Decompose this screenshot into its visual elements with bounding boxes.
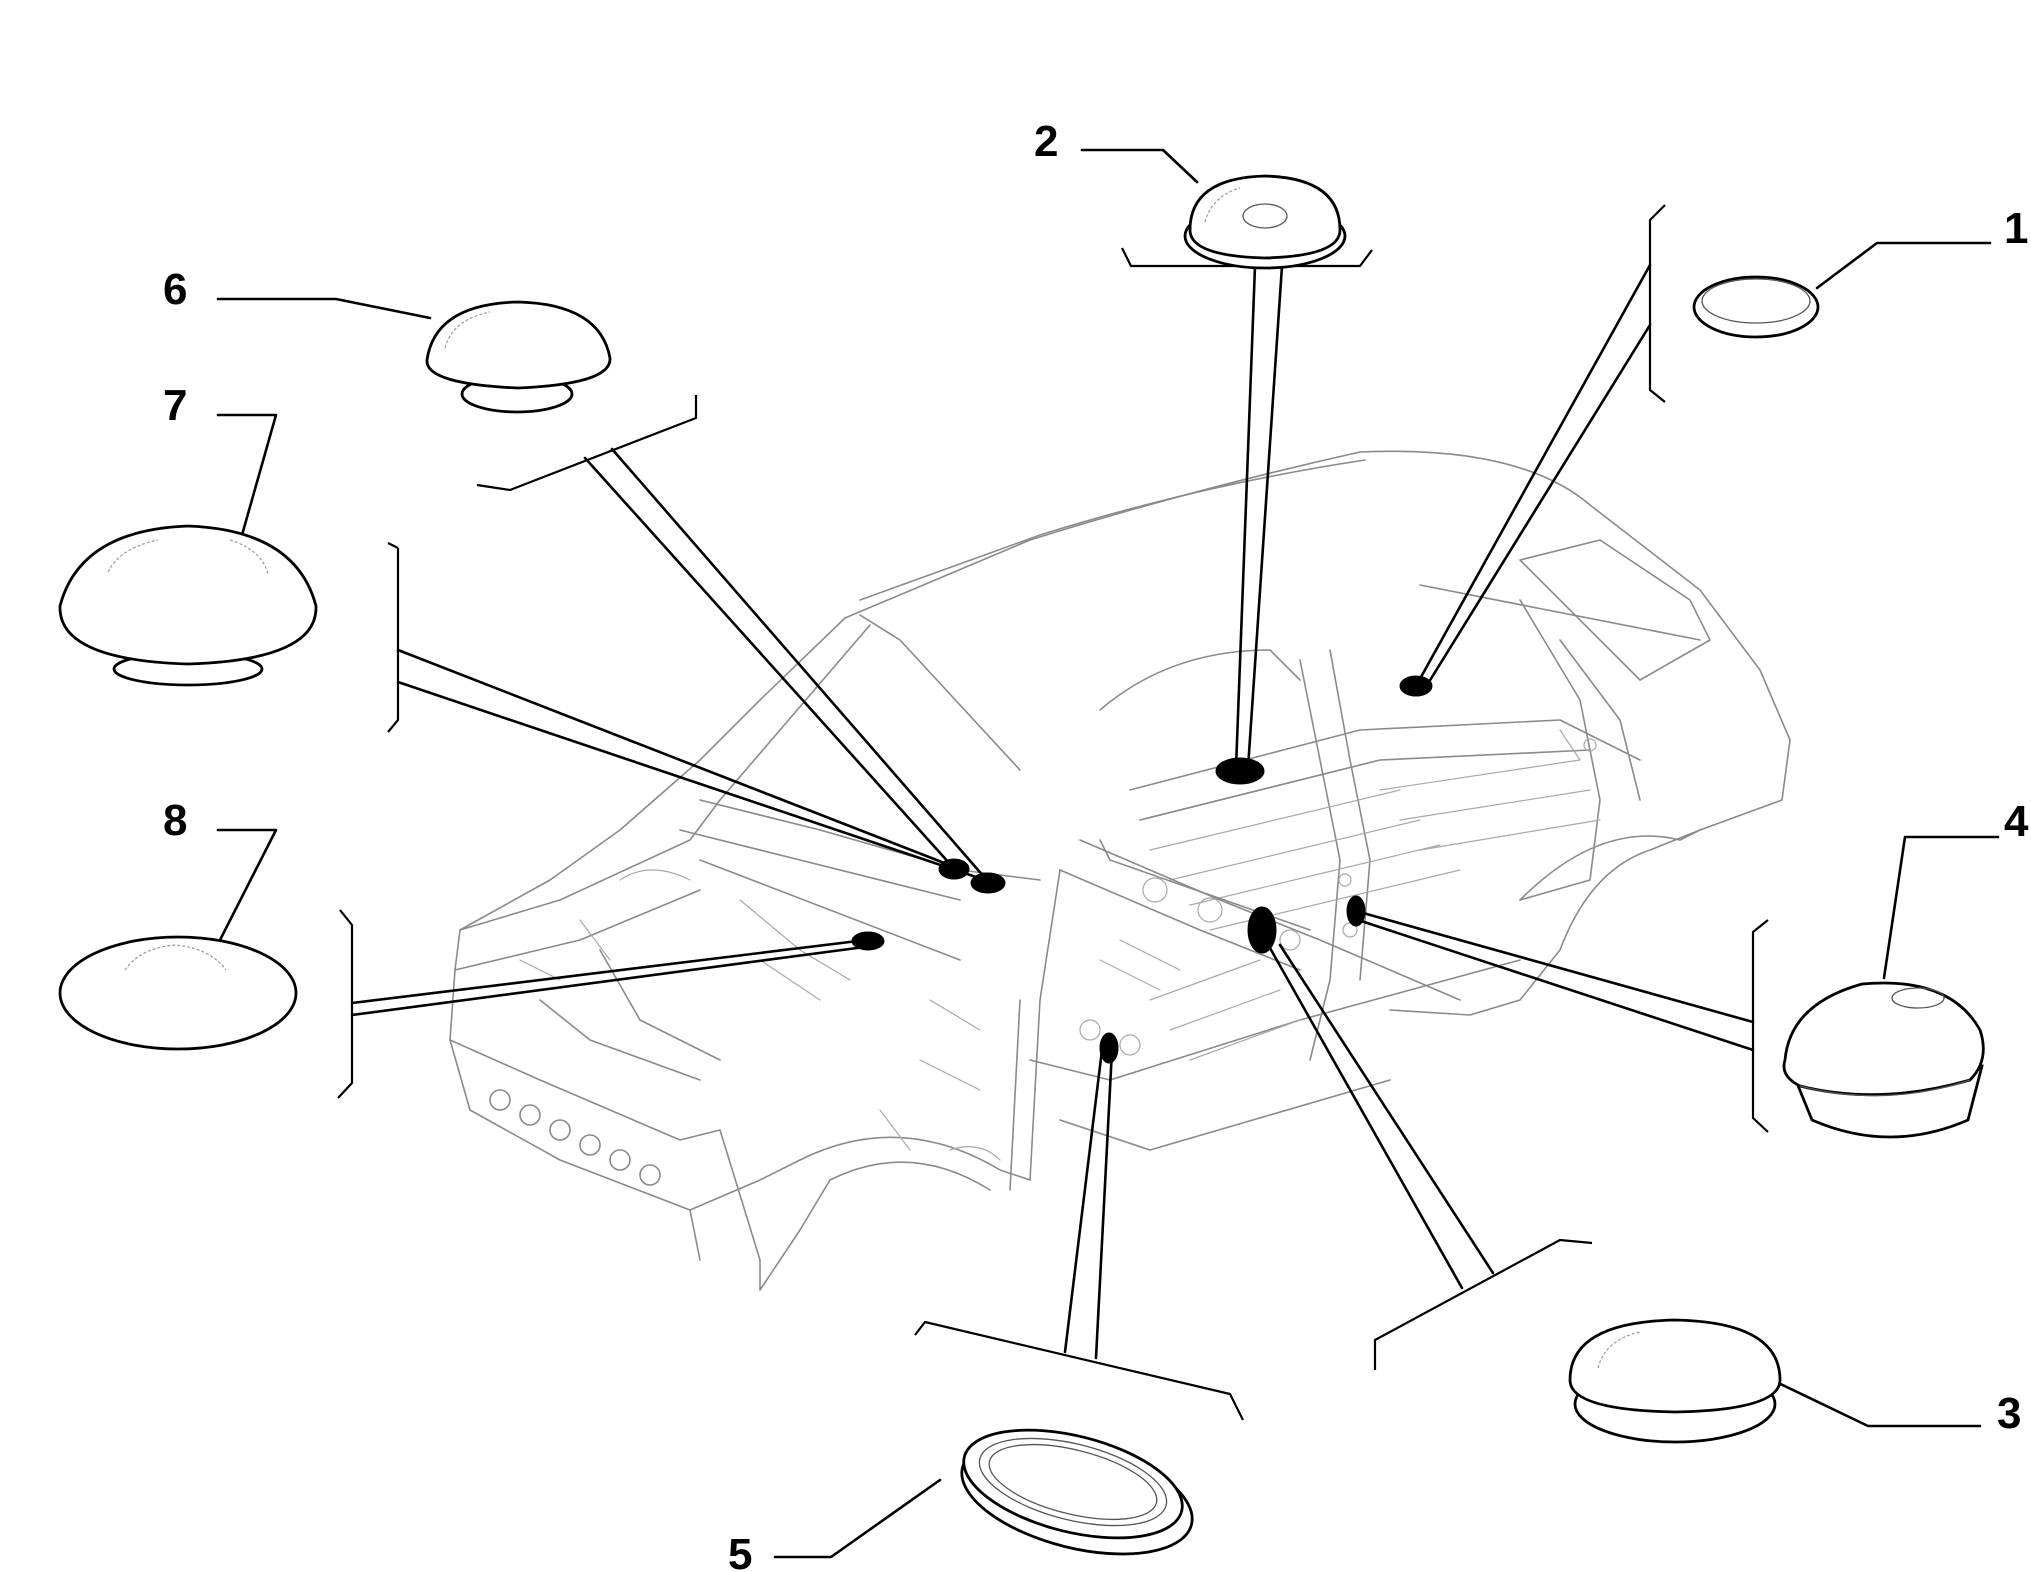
leader-lines bbox=[216, 148, 2000, 1559]
callout-4: 4 bbox=[2004, 797, 2029, 846]
callout-8: 8 bbox=[163, 796, 187, 845]
hole-plug-2 bbox=[1215, 757, 1265, 785]
part-7-large-domed-plug bbox=[58, 524, 318, 687]
part-3-large-round-plug bbox=[1568, 1318, 1782, 1444]
callout-5: 5 bbox=[728, 1530, 752, 1572]
callout-2: 2 bbox=[1034, 117, 1058, 166]
part-8-low-round-plug bbox=[58, 935, 298, 1051]
part-6-domed-plug bbox=[425, 300, 612, 414]
part-2-center-hole-plug bbox=[1183, 174, 1347, 270]
part-4-deep-oval-plug bbox=[1782, 981, 1985, 1139]
callout-numbers: 1 2 3 4 5 6 7 8 bbox=[163, 117, 2029, 1572]
callout-1: 1 bbox=[2004, 204, 2028, 253]
hole-plug-3 bbox=[1247, 906, 1277, 954]
callout-6: 6 bbox=[163, 265, 187, 314]
part-5-oval-ring-grommet bbox=[960, 1428, 1194, 1556]
callout-3: 3 bbox=[1997, 1389, 2021, 1438]
hole-plug-5 bbox=[1099, 1032, 1119, 1064]
callout-7: 7 bbox=[163, 381, 187, 430]
part-1-flat-round-plug bbox=[1692, 275, 1820, 339]
car-body-shell bbox=[449, 450, 1791, 1291]
